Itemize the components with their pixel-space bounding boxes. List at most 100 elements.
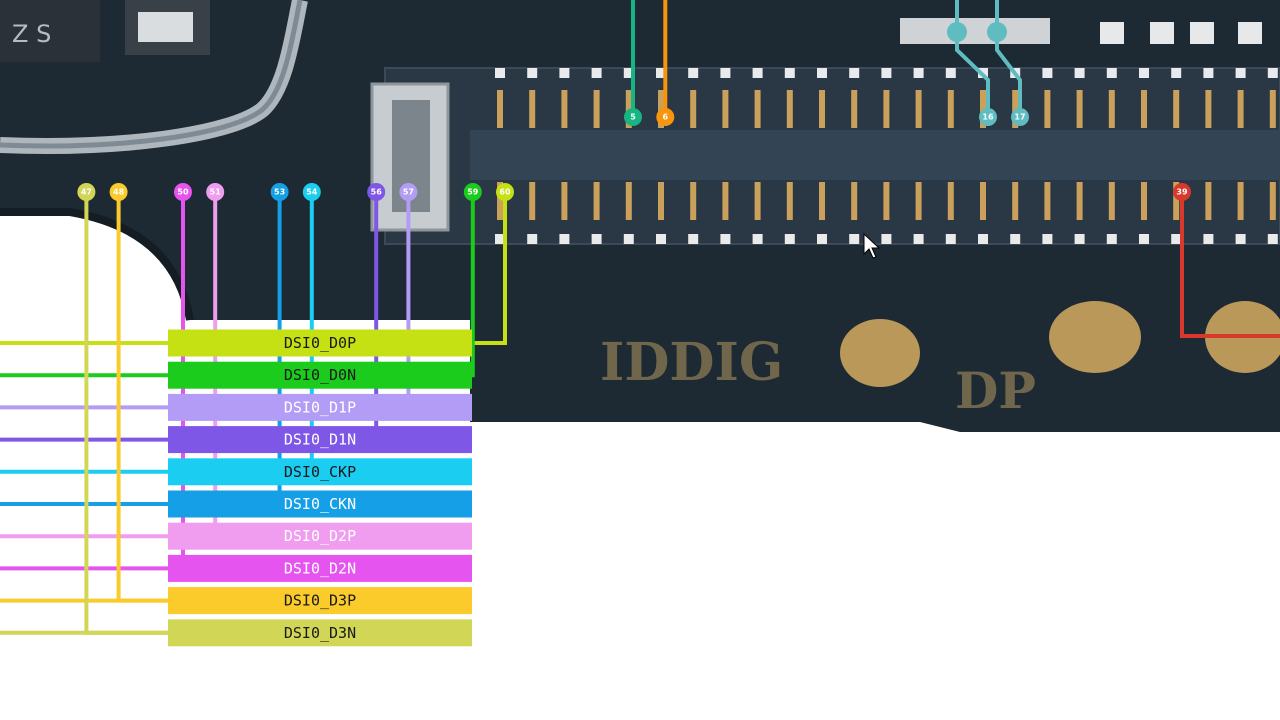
signal-label: DSI0_D0P [284, 334, 356, 352]
pin-marker [979, 108, 997, 126]
pin-marker [109, 183, 128, 201]
connector-shield-pad [1139, 68, 1149, 78]
connector-pin-pad [561, 182, 568, 220]
connector-shield-pad [623, 234, 634, 244]
pin-number: 59 [467, 188, 479, 197]
signal-label-box [168, 587, 472, 615]
connector-shield-pad [495, 234, 505, 244]
pin-marker [399, 183, 418, 201]
pin-marker [77, 183, 96, 201]
connector-shield-pad [688, 234, 699, 244]
connector-shield-pad [1171, 68, 1182, 78]
connector-shield-pad [881, 68, 892, 78]
top-smd-row [900, 18, 1262, 44]
connector-shield-pad [527, 234, 538, 244]
connector-pin-pad [883, 182, 890, 220]
pin-marker [367, 183, 386, 201]
signal-label: DSI0_CKN [284, 495, 356, 513]
connector-shield-pad [559, 234, 570, 244]
connector-shield-pad [623, 68, 634, 78]
signal-trace-dsi0_d0n [470, 192, 475, 378]
connector-pin-pad [915, 90, 922, 128]
signal-label: DSI0_CKP [284, 463, 356, 481]
connector-shield-pad [1042, 68, 1053, 78]
connector-pin-pad [593, 182, 600, 220]
signal-label-box [168, 329, 472, 357]
connector-pin-pad [529, 90, 536, 128]
pin-marker [463, 183, 482, 201]
connector-pin-pad [980, 182, 986, 220]
connector-pin-pad [722, 90, 729, 128]
connector-pin-pad [722, 182, 729, 220]
connector-shield-pad [1139, 234, 1149, 244]
pin-marker [496, 183, 514, 201]
connector-shield-pad [1106, 234, 1117, 244]
pin-marker [302, 183, 321, 201]
connector-shield-pad [656, 234, 666, 244]
connector-shield-pad [1171, 234, 1182, 244]
connector-shield-pad [752, 68, 763, 78]
chip-marking: Z S [12, 20, 51, 48]
connector-pin-pad [497, 90, 503, 128]
connector-shield-pad [527, 68, 538, 78]
connector-pin-pad [819, 90, 825, 128]
signal-label-box [168, 490, 472, 518]
connector-pin-pad [1269, 90, 1276, 128]
other-pin-traces: 39 [1173, 183, 1280, 338]
pin-marker [206, 183, 225, 201]
connector-pin-pad [754, 90, 761, 128]
test-pad [1049, 301, 1141, 373]
connector-shield-pad [1235, 234, 1246, 244]
pin-number: 56 [371, 188, 383, 197]
signal-labels: DSI0_D0PDSI0_D0NDSI0_D1PDSI0_D1NDSI0_CKP… [168, 329, 472, 647]
connector-shield-pad [817, 68, 827, 78]
pin-marker [270, 183, 289, 201]
pin-number: 53 [274, 188, 285, 197]
connector-pin-pad [1108, 182, 1115, 220]
connector-shield-pad [978, 234, 988, 244]
connector-pin-pad [851, 182, 858, 220]
connector-pin-pad [851, 90, 858, 128]
connector-pin-pad [1012, 182, 1019, 220]
connector-shield-pad [1267, 68, 1278, 78]
connector-pin-pad [819, 182, 825, 220]
connector-pin-pad [786, 182, 793, 220]
connector-shield-pad [817, 234, 827, 244]
pin-number: 6 [663, 113, 669, 122]
connector-pin-pad [1108, 90, 1115, 128]
pin-number: 60 [499, 188, 511, 197]
pin-marker [174, 183, 192, 201]
connector-shield-pad [784, 234, 795, 244]
connector-pin-pad [658, 182, 664, 220]
pin-number: 16 [982, 113, 994, 122]
connector-pin-pad [883, 90, 890, 128]
connector-pin-pad [1205, 182, 1212, 220]
signal-label-box [168, 393, 472, 421]
pin-marker [656, 108, 675, 126]
connector-pin-pad [1237, 90, 1244, 128]
connector-pin-pad [529, 182, 536, 220]
probe-point [947, 22, 967, 42]
connector-pin-pad [690, 182, 697, 220]
connector-pin-pad [658, 90, 664, 128]
connector-shield-pad [913, 234, 924, 244]
connector-pin-pad [1173, 90, 1180, 128]
connector-shield-pad [1106, 68, 1117, 78]
connector-shield-pad [688, 68, 699, 78]
flex-cable-core [0, 0, 303, 149]
signal-label: DSI0_D2P [284, 527, 356, 545]
connector-shield-pad [720, 68, 731, 78]
pin-trace [1180, 192, 1280, 338]
signal-label: DSI0_D1P [284, 398, 356, 416]
connector-pin-pad [1237, 182, 1244, 220]
pin-number: 48 [113, 188, 125, 197]
pin-marker [1173, 183, 1191, 201]
silkscreen-iddig: IDDIG [600, 332, 783, 393]
connector-pin-pad [625, 182, 632, 220]
connector-shield-pad [849, 234, 860, 244]
connector-pin-pad [1044, 90, 1051, 128]
connector-shield-pad [1042, 234, 1053, 244]
